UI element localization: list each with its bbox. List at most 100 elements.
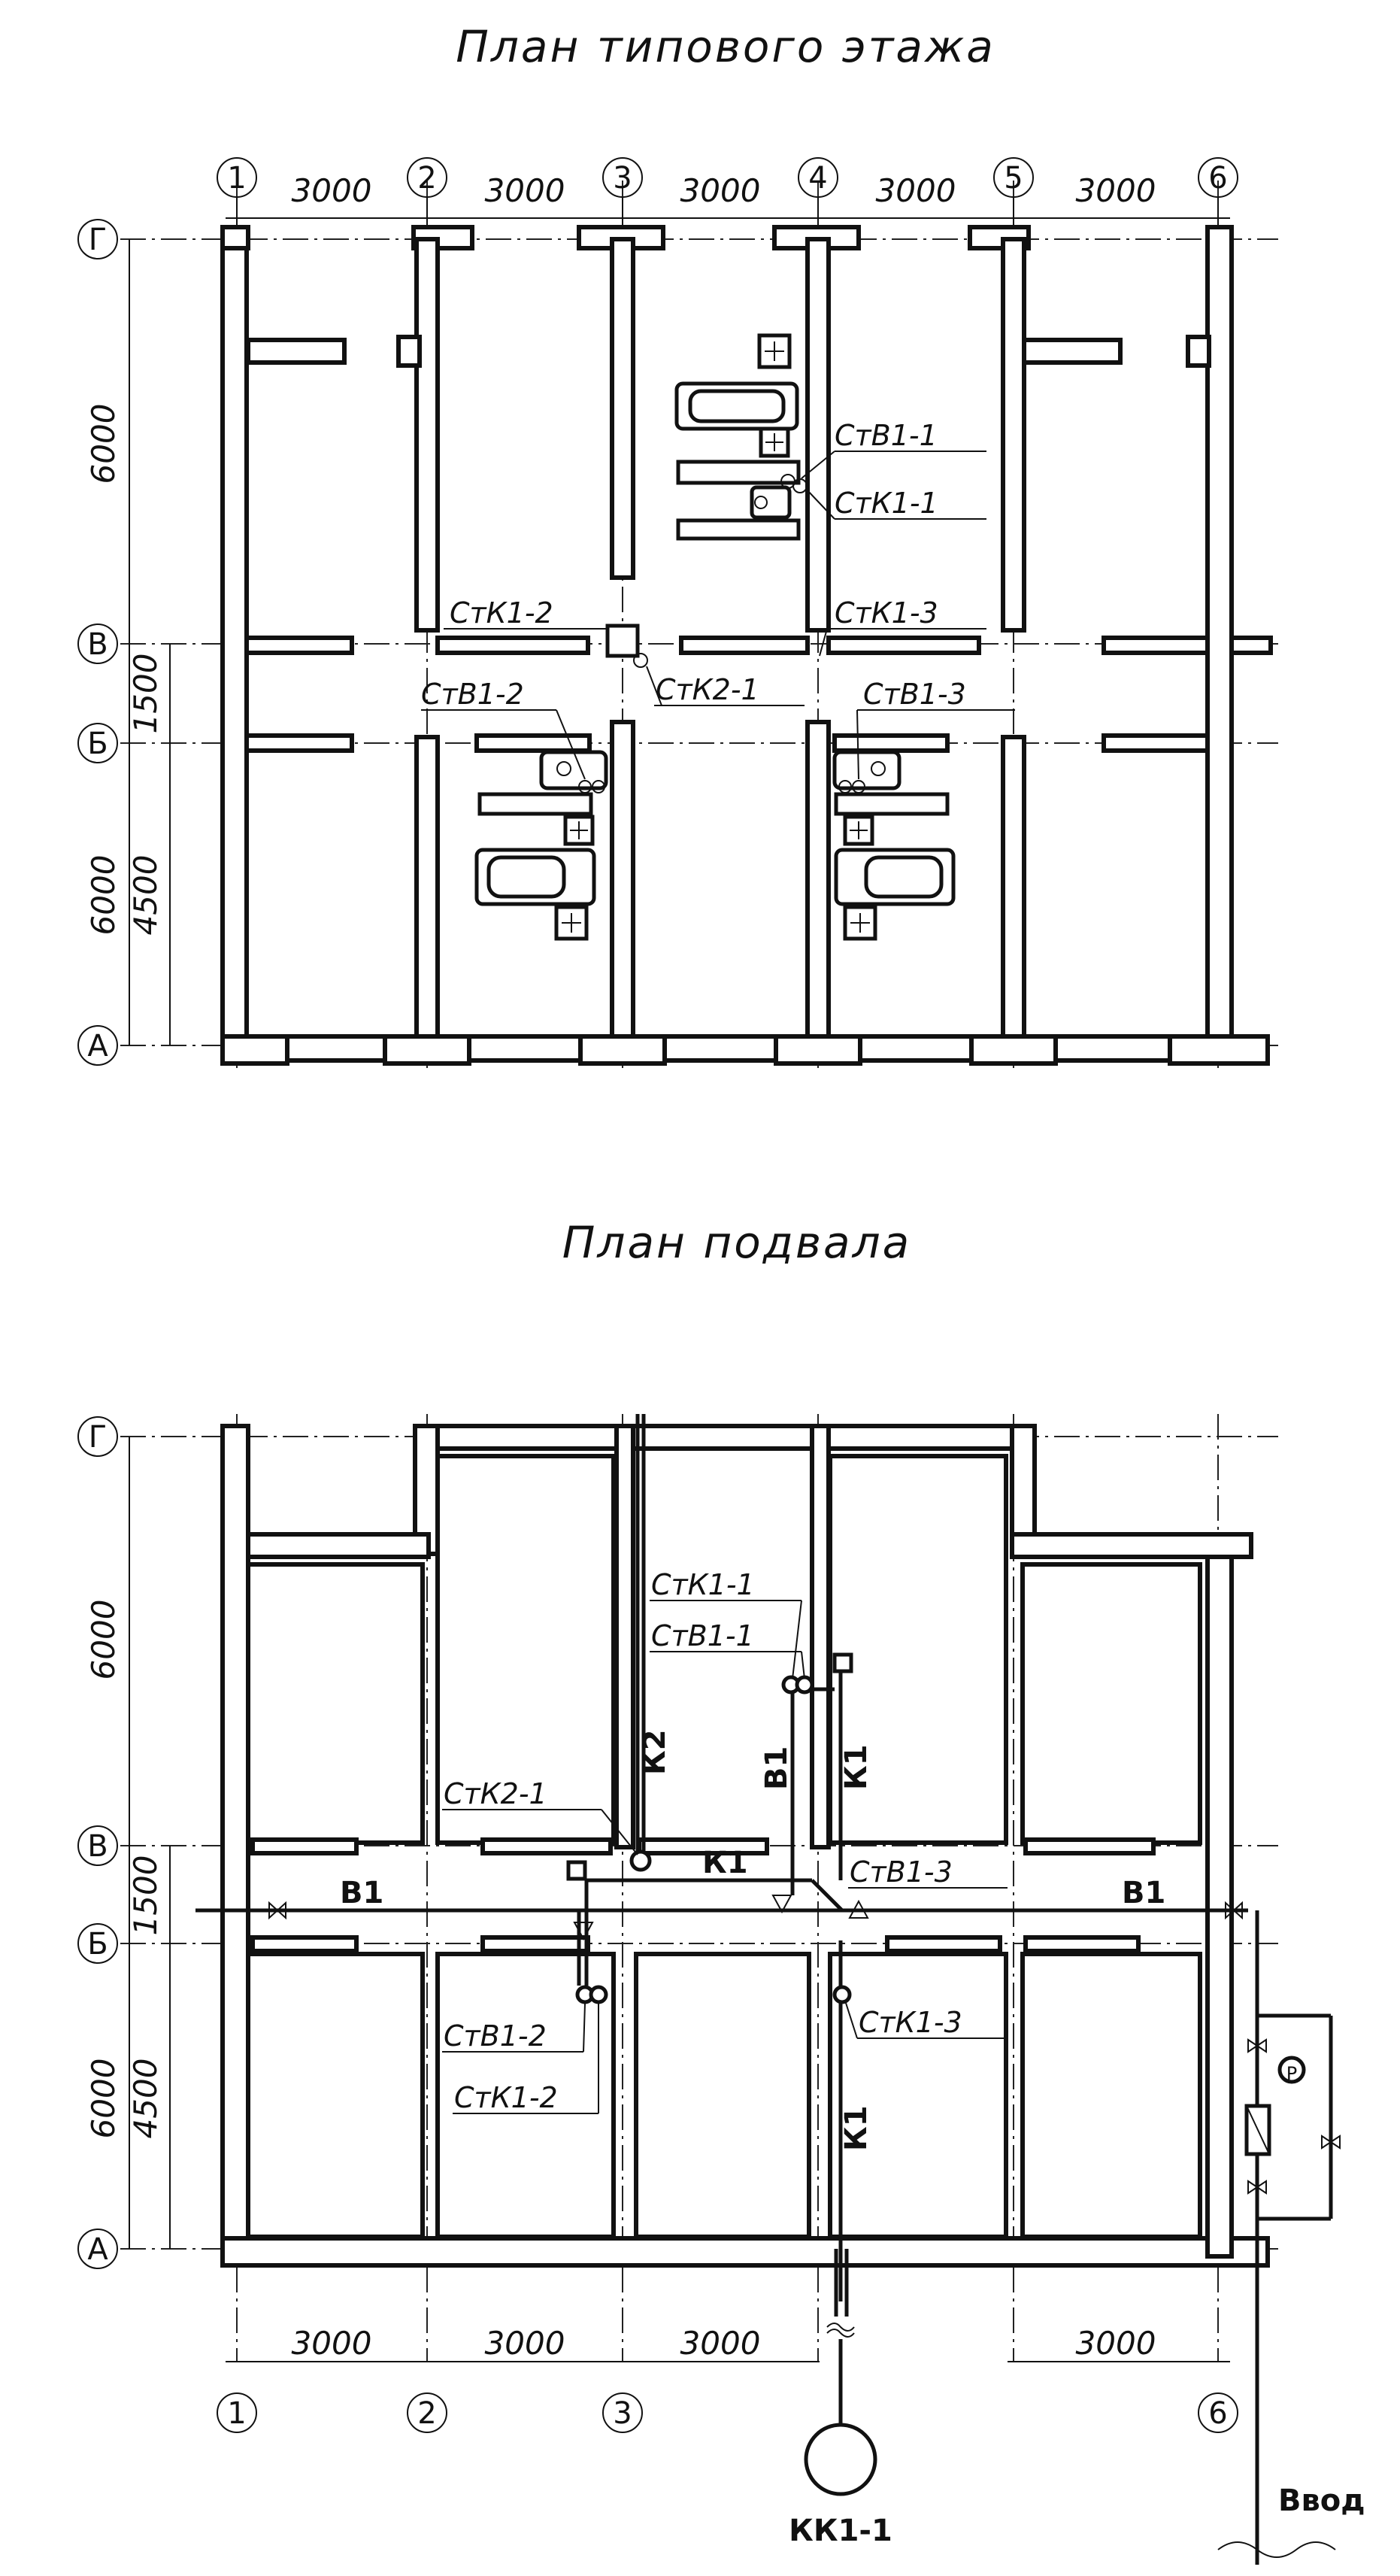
axis-markers-x-basement: 1 2 3 6 [217, 2392, 1238, 2433]
gauge-label: P [1286, 2063, 1297, 2084]
riser-stk2-1-icon [633, 653, 648, 668]
axis-v-label: В [87, 627, 108, 662]
wall-axis-1 [220, 225, 249, 1057]
wall-axis-4-bottom [805, 720, 831, 1048]
wall-pier [1168, 1034, 1270, 1066]
label-basement-stk1-2: СтК1-2 [454, 2081, 558, 2114]
corridor-wall [250, 1837, 359, 1855]
dim-top-5: 3000 [1076, 172, 1156, 209]
wall-pier [969, 1034, 1058, 1066]
wall-top-basement [413, 1424, 1034, 1451]
wall-axis-3-bottom [610, 720, 635, 1048]
corridor-wall [480, 1837, 613, 1855]
wall-axis-5-bottom [1001, 735, 1026, 1048]
axis-2-basement: 2 [417, 2396, 436, 2431]
dim-left-3: 6000 [85, 855, 122, 936]
toilet-icon [832, 750, 902, 790]
leader-lines [421, 451, 1015, 780]
corridor-wall [679, 636, 810, 655]
axis-3-basement: 3 [613, 2396, 632, 2431]
typical-floor-title: План типового этажа [456, 21, 995, 72]
pipe-label-k1-horizontal: К1 [702, 1846, 748, 1880]
label-stk1-1: СтК1-1 [835, 487, 938, 520]
dim-bottom-2: 3000 [485, 2325, 565, 2362]
axis-5-label: 5 [1004, 161, 1023, 196]
pipe-label-b1-left: В1 [340, 1876, 383, 1910]
dim-top-4: 3000 [876, 172, 956, 209]
dim-top-2: 3000 [485, 172, 565, 209]
label-stk1-3: СтК1-3 [835, 596, 938, 630]
axis-b-label: Б [87, 727, 108, 761]
sink-icon [554, 905, 589, 941]
room-outline [435, 1454, 616, 1845]
label-basement-stv1-3: СтВ1-3 [850, 1855, 953, 1889]
typical-floor-plan: СтВ1-1 СтК1-1 СтК1-2 СтК1-3 СтВ1-2 СтК2-… [77, 157, 1278, 1068]
label-stv1-1: СтВ1-1 [835, 419, 938, 452]
wall-axis-a [220, 1034, 1270, 1063]
basement-title: План подвала [562, 1217, 911, 1268]
ground-line-icon [1217, 2541, 1336, 2558]
well-label: КК1-1 [789, 2514, 892, 2548]
corridor-wall [885, 1935, 1002, 1953]
inlet-label: Ввод [1278, 2483, 1365, 2518]
corridor-wall [474, 733, 592, 753]
axis-g-label: Г [89, 223, 107, 257]
break-mark-icon [826, 2323, 855, 2332]
valve-icon [573, 1922, 594, 1941]
basement-plan: P КК1-1 Ввод К2 В1 К1 К1 В1 В1 К1 [77, 1414, 1365, 2565]
room-outline [1020, 1952, 1202, 2239]
pressure-gauge-icon [1277, 2056, 1306, 2084]
valve-icon [848, 1899, 869, 1919]
pipe-label-k2: К2 [638, 1729, 672, 1775]
corridor-wall [1023, 1837, 1156, 1855]
corridor-wall [250, 1935, 359, 1953]
dim-basement-left-1: 6000 [85, 1600, 122, 1680]
corridor-wall [1229, 636, 1273, 655]
riser-stk1-2-icon [589, 1985, 608, 2004]
label-stk1-2: СтК1-2 [450, 596, 553, 630]
bathtub-inner [486, 855, 566, 899]
fittings: P [268, 1652, 1341, 2338]
axis-2-label: 2 [417, 161, 436, 196]
partition [396, 335, 422, 368]
room-outline [246, 1952, 425, 2239]
pipe-label-k1-down: К1 [839, 2105, 874, 2151]
wall-top-seg [220, 225, 250, 250]
label-stk2-1: СтК2-1 [656, 673, 759, 706]
corridor-wall [1102, 733, 1210, 753]
partition [246, 338, 347, 365]
corridor-wall [244, 636, 354, 655]
corridor-wall [435, 636, 590, 655]
dim-left-1: 6000 [85, 404, 122, 484]
riser-stk1-2-icon [592, 780, 605, 793]
dim-left-2: 1500 [127, 654, 164, 734]
wall-pier [578, 1034, 667, 1066]
valve-icon [268, 1901, 286, 1920]
label-basement-stv1-2: СтВ1-2 [444, 2019, 547, 2053]
pipe-label-k1-riser: К1 [839, 1744, 874, 1790]
bathroom-upper [674, 333, 808, 541]
axis-4-label: 4 [808, 161, 827, 196]
axis-g-basement: Г [89, 1420, 107, 1455]
label-basement-stk1-3: СтК1-3 [859, 2006, 962, 2039]
pipe-label-b1-riser: В1 [759, 1746, 794, 1790]
riser-stv1-1-icon [795, 1675, 814, 1695]
valve-icon [1247, 2038, 1267, 2053]
bathroom-lower-right [832, 750, 956, 941]
corridor-wall [244, 733, 354, 753]
leader-lines-basement [442, 1600, 1008, 2114]
room-outline [1020, 1562, 1202, 1845]
riser-stk1-1-icon [792, 478, 808, 493]
wall-axis-2-top [414, 237, 440, 633]
valve-icon [1247, 2180, 1267, 2195]
toilet-icon [750, 485, 792, 520]
axis-b-basement: Б [87, 1927, 108, 1962]
axis-a-label: А [87, 1029, 108, 1063]
riser-stk2-1-icon [629, 1849, 652, 1872]
room-outline [828, 1952, 1008, 2239]
room-outline [634, 1952, 811, 2239]
wall-pier [220, 1034, 289, 1066]
dim-basement-left-4: 4500 [127, 2059, 164, 2139]
axis-markers-x-typical: 1 2 3 4 5 6 [217, 157, 1238, 226]
